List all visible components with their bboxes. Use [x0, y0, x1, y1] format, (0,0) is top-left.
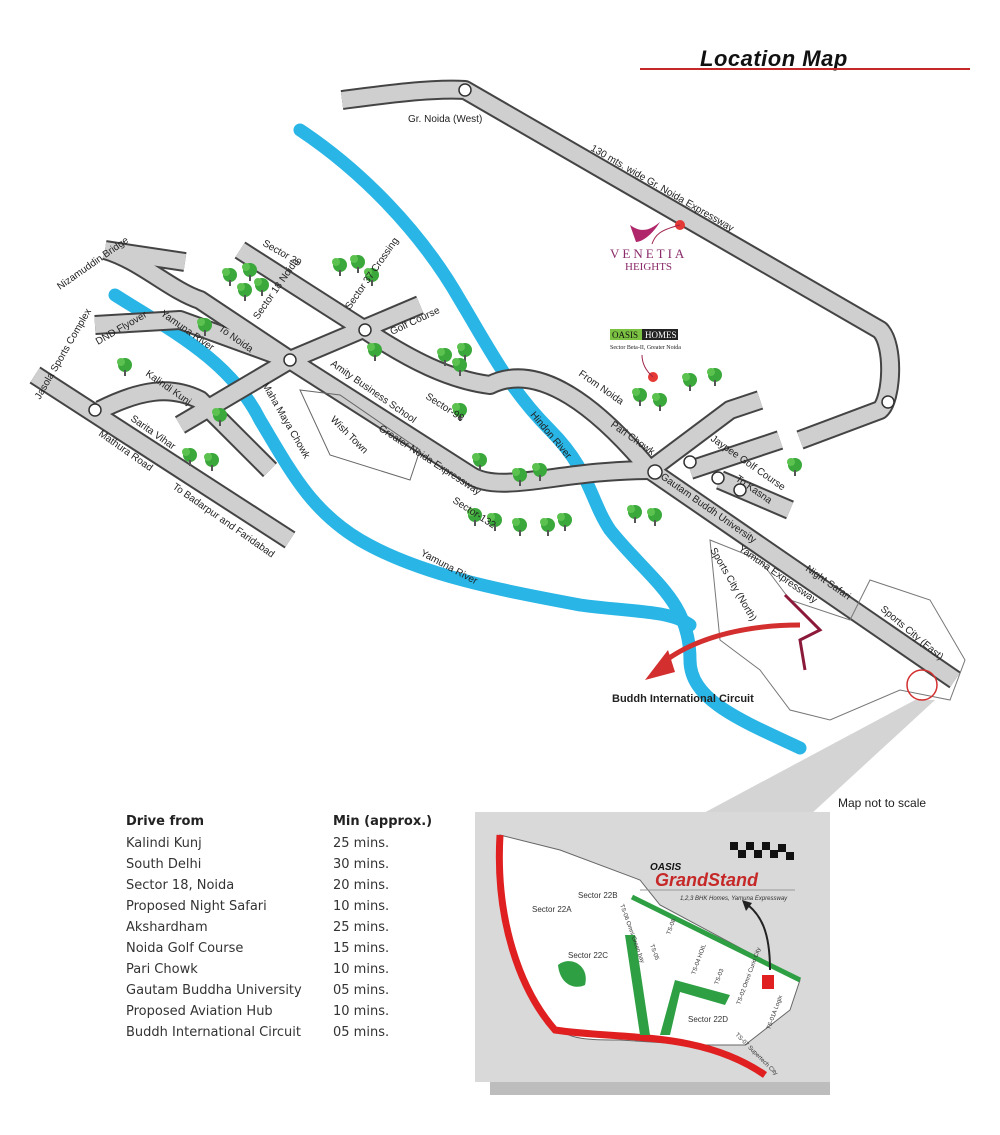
minutes-cell: 25 mins. [333, 836, 390, 851]
table-row: Proposed Aviation Hub 10 mins. [120, 1002, 438, 1023]
place-cell: Sector 18, Noida [126, 878, 235, 893]
place-cell: Proposed Aviation Hub [126, 1004, 273, 1019]
scale-note: Map not to scale [838, 796, 927, 810]
minutes-cell: 10 mins. [333, 1004, 390, 1019]
table-row: Gautam Buddha University 05 mins. [120, 981, 438, 1002]
table-header: Drive from Min (approx.) [120, 812, 438, 834]
minutes-cell: 10 mins. [333, 899, 390, 914]
table-row: Kalindi Kunj 25 mins. [120, 834, 438, 855]
label-gr-noida-west: Gr. Noida (West) [408, 114, 482, 125]
oasis-homes-logo: OASIS [612, 330, 638, 340]
table-row: Buddh International Circuit 05 mins. [120, 1023, 438, 1044]
sports-city-area [709, 539, 966, 721]
title-underline [640, 68, 970, 70]
place-cell: Proposed Night Safari [126, 899, 267, 914]
table-row: Sector 18, Noida 20 mins. [120, 876, 438, 897]
circuit-track [783, 593, 823, 671]
inset-label: Sector 22D [688, 1015, 728, 1024]
inset-tagline: 1,2,3 BHK Homes, Yamuna Expressway [680, 896, 788, 902]
place-cell: South Delhi [126, 857, 202, 872]
table-row: Pari Chowk 10 mins. [120, 960, 438, 981]
wish-town-area [299, 389, 421, 481]
header-drive-from: Drive from [126, 814, 205, 829]
inset-map [475, 812, 830, 1095]
venetia-logo-text: VENETIA [610, 246, 687, 261]
label-gn-expressway-130: 130 mts. wide Gr. Noida Expressway [589, 143, 736, 234]
header-minutes: Min (approx.) [333, 814, 433, 829]
inset-brand-big: GrandStand [655, 870, 759, 890]
arrow-head-icon [645, 650, 675, 680]
minutes-cell: 05 mins. [333, 1025, 390, 1040]
table-row: Proposed Night Safari 10 mins. [120, 897, 438, 918]
minutes-cell: 30 mins. [333, 857, 390, 872]
inset-label: TS-03 [714, 968, 725, 986]
inset-brand-small: OASIS [650, 862, 681, 873]
place-cell: Noida Golf Course [126, 941, 244, 956]
label-buddh-circuit: Buddh International Circuit [612, 693, 754, 705]
label-gn-expressway: Greater Noida Expressway [376, 423, 482, 497]
minutes-cell: 20 mins. [333, 878, 390, 893]
place-cell: Gautam Buddha University [126, 983, 302, 998]
place-cell: Kalindi Kunj [126, 836, 202, 851]
place-cell: Buddh International Circuit [126, 1025, 301, 1040]
label-hindon-river: Hindon River [528, 410, 574, 462]
oasis-homes-logo-2: HOMES [645, 330, 677, 340]
table-row: South Delhi 30 mins. [120, 855, 438, 876]
roads [29, 79, 961, 689]
minutes-cell: 05 mins. [333, 983, 390, 998]
inset-label: Sector 22C [568, 951, 608, 960]
venetia-logo-text-2: HEIGHTS [625, 261, 672, 273]
place-cell: Pari Chowk [126, 962, 198, 977]
table-row: Akshardham 25 mins. [120, 918, 438, 939]
label-wish-town: Wish Town [328, 414, 370, 456]
label-sector-37: Sector 37 Crossing [343, 236, 401, 312]
minutes-cell: 25 mins. [333, 920, 390, 935]
place-cell: Akshardham [126, 920, 208, 935]
inset-pointer [700, 700, 935, 815]
table-row: Noida Golf Course 15 mins. [120, 939, 438, 960]
inset-label: TS-05 [648, 944, 659, 962]
inset-label: Sector 22B [578, 891, 618, 900]
drive-time-table: Drive from Min (approx.) Kalindi Kunj 25 … [120, 812, 438, 1044]
inset-label: TS-08 [666, 918, 677, 936]
venetia-logo-icon [630, 222, 660, 242]
yamuna-river [108, 288, 697, 632]
minutes-cell: 15 mins. [333, 941, 390, 956]
page-title: Location Map [700, 46, 848, 71]
circuit-arrow [658, 622, 801, 667]
minutes-cell: 10 mins. [333, 962, 390, 977]
inset-label: Sector 22A [532, 905, 572, 914]
checkered-flag-icon [730, 842, 794, 860]
oasis-homes-sub: Sector Beta-II, Greater Noida [610, 345, 681, 351]
